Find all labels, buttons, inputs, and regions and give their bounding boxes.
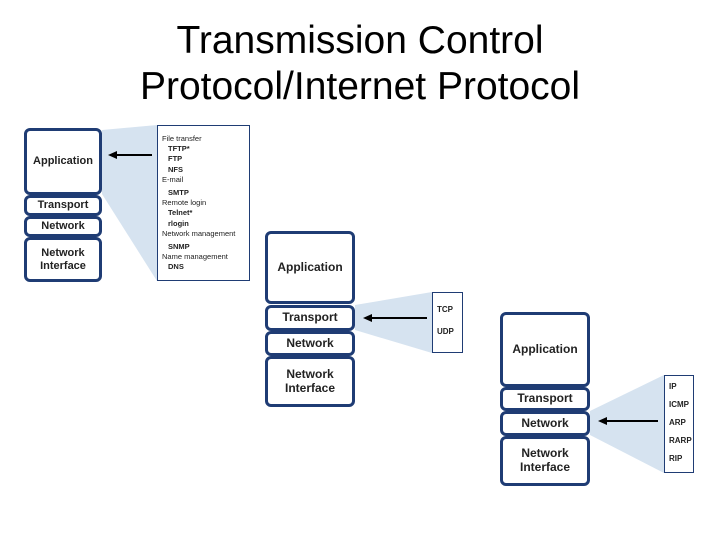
slide-title: Transmission Control Protocol/Internet P… bbox=[0, 18, 720, 110]
layer-network: Network bbox=[500, 411, 590, 436]
layer-transport: Transport bbox=[265, 305, 355, 331]
arrow-head-icon bbox=[108, 151, 117, 159]
title-line-2: Protocol/Internet Protocol bbox=[139, 65, 581, 108]
layer-application: Application bbox=[265, 231, 355, 304]
layer-transport: Transport bbox=[500, 387, 590, 411]
highlight-wedge bbox=[590, 375, 664, 473]
protocol-item: NFS bbox=[168, 165, 183, 174]
protocol-item: UDP bbox=[437, 327, 454, 336]
protocol-item: IP bbox=[669, 382, 677, 391]
layer-transport: Transport bbox=[24, 195, 102, 216]
protocol-item: TCP bbox=[437, 305, 453, 314]
protocol-item: File transfer bbox=[162, 134, 202, 143]
arrow-head-icon bbox=[363, 314, 372, 322]
highlight-wedge bbox=[102, 125, 157, 281]
protocol-item: Telnet* bbox=[168, 208, 193, 217]
protocol-item: SMTP bbox=[168, 188, 189, 197]
protocol-item: Remote login bbox=[162, 198, 207, 207]
title-line-1: Transmission Control bbox=[176, 19, 544, 62]
protocol-item: TFTP* bbox=[168, 144, 190, 153]
layer-application: Application bbox=[500, 312, 590, 387]
protocol-item: Network management bbox=[162, 229, 236, 238]
layer-application: Application bbox=[24, 128, 102, 195]
protocol-item: RIP bbox=[669, 454, 683, 463]
layer-network: Network bbox=[24, 216, 102, 237]
layer-network: Network bbox=[265, 331, 355, 356]
protocol-list: TCP UDP bbox=[432, 292, 463, 353]
highlight-wedge bbox=[355, 292, 432, 353]
protocol-item: DNS bbox=[168, 262, 184, 271]
protocol-item: Name management bbox=[162, 252, 228, 261]
protocol-item: E-mail bbox=[162, 175, 184, 184]
protocol-item: rlogin bbox=[168, 219, 189, 228]
protocol-item: ICMP bbox=[669, 400, 689, 409]
protocol-list: IP ICMP ARP RARP RIP bbox=[664, 375, 694, 473]
protocol-item: SNMP bbox=[168, 242, 190, 251]
arrow-head-icon bbox=[598, 417, 607, 425]
protocol-item: RARP bbox=[669, 436, 692, 445]
protocol-item: FTP bbox=[168, 154, 183, 163]
protocol-item: ARP bbox=[669, 418, 686, 427]
